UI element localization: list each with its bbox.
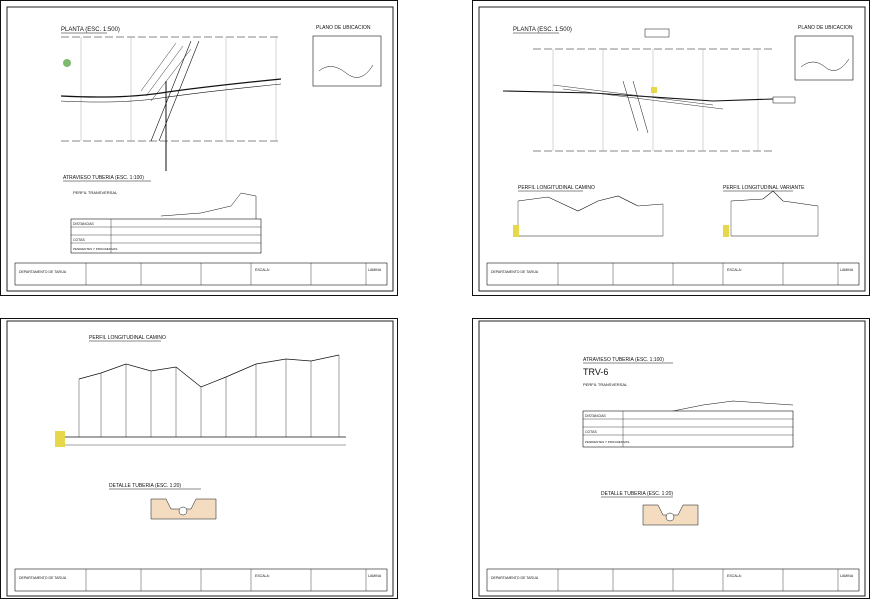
row-label-pendientes: PENDIENTES Y PROGRESIVAS bbox=[73, 247, 117, 251]
trv-label: TRV-6 bbox=[583, 367, 608, 377]
detalle-title: DETALLE TUBERIA (ESC. 1:20) bbox=[109, 483, 181, 489]
planta-title: PLANTA (ESC. 1:500) bbox=[61, 27, 120, 33]
perfil-title: PERFIL TRANSVERSAL bbox=[73, 190, 118, 195]
legend-swatch bbox=[513, 225, 519, 237]
drawing-sheet-2[interactable]: PLANTA (ESC. 1:500) PLANO DE UBICACION P… bbox=[472, 0, 870, 296]
atravieso-title: ATRAVIESO TUBERIA (ESC. 1:100) bbox=[583, 357, 664, 363]
footer-sheet-label: LAMINA bbox=[368, 574, 382, 578]
sheet-3-drawing: PERFIL LONGITUDINAL CAMINO DETALLE TUBER… bbox=[6, 320, 394, 597]
legend-swatch bbox=[723, 225, 729, 237]
footer-left-text: DEPARTAMENTO DE TARIJA bbox=[19, 576, 67, 580]
atravieso-title: ATRAVIESO TUBERIA (ESC. 1:100) bbox=[63, 175, 144, 181]
footer-scale-label: ESCALA: bbox=[255, 574, 270, 578]
perfil-title: PERFIL LONGITUDINAL CAMINO bbox=[89, 335, 166, 341]
drawing-sheet-3[interactable]: PERFIL LONGITUDINAL CAMINO DETALLE TUBER… bbox=[0, 318, 398, 599]
row-label-distancias: DISTANCIAS bbox=[73, 222, 94, 226]
row-label-distancias: DISTANCIAS bbox=[585, 414, 606, 418]
row-label-pendientes: PENDIENTES Y PROGRESIVAS bbox=[585, 440, 629, 444]
footer-left-text: DEPARTAMENTO DE TARIJA bbox=[491, 576, 539, 580]
perfil-var-title: PERFIL LONGITUDINAL VARIANTE bbox=[723, 185, 805, 191]
perfil-title: PERFIL TRANSVERSAL bbox=[583, 382, 628, 387]
legend-swatch bbox=[55, 431, 65, 447]
pipe-icon bbox=[665, 512, 675, 522]
drawing-sheet-4[interactable]: ATRAVIESO TUBERIA (ESC. 1:100) TRV-6 PER… bbox=[472, 318, 870, 599]
drawing-sheet-1[interactable]: PLANTA (ESC. 1:500) PLANO DE UBICACION A… bbox=[0, 0, 398, 296]
row-label-cotas: COTAS bbox=[73, 238, 85, 242]
planta-title: PLANTA (ESC. 1:500) bbox=[513, 27, 572, 33]
footer-sheet-label: LAMINA bbox=[840, 574, 854, 578]
sheet-4-drawing: ATRAVIESO TUBERIA (ESC. 1:100) TRV-6 PER… bbox=[478, 320, 866, 597]
sheet-1-drawing: PLANTA (ESC. 1:500) PLANO DE UBICACION A… bbox=[6, 6, 394, 292]
footer-scale-label: ESCALA: bbox=[727, 574, 742, 578]
footer-sheet-label: LAMINA bbox=[840, 268, 854, 272]
row-label-cotas: COTAS bbox=[585, 430, 597, 434]
perfil-long-title: PERFIL LONGITUDINAL CAMINO bbox=[518, 185, 595, 191]
sheet-2-drawing: PLANTA (ESC. 1:500) PLANO DE UBICACION P… bbox=[478, 6, 866, 292]
pipe-icon bbox=[178, 506, 188, 516]
footer-scale-label: ESCALA: bbox=[727, 268, 742, 272]
footer-left-text: DEPARTAMENTO DE TARIJA bbox=[19, 270, 67, 274]
footer-scale-label: ESCALA: bbox=[255, 268, 270, 272]
detalle-title: DETALLE TUBERIA (ESC. 1:20) bbox=[601, 491, 673, 497]
footer-left-text: DEPARTAMENTO DE TARIJA bbox=[491, 270, 539, 274]
footer-sheet-label: LAMINA bbox=[368, 268, 382, 272]
pipe-marker-icon bbox=[651, 87, 657, 93]
ubicacion-title: PLANO DE UBICACION bbox=[316, 25, 371, 31]
north-arrow-icon bbox=[63, 59, 71, 67]
ubicacion-title: PLANO DE UBICACION bbox=[798, 25, 853, 31]
